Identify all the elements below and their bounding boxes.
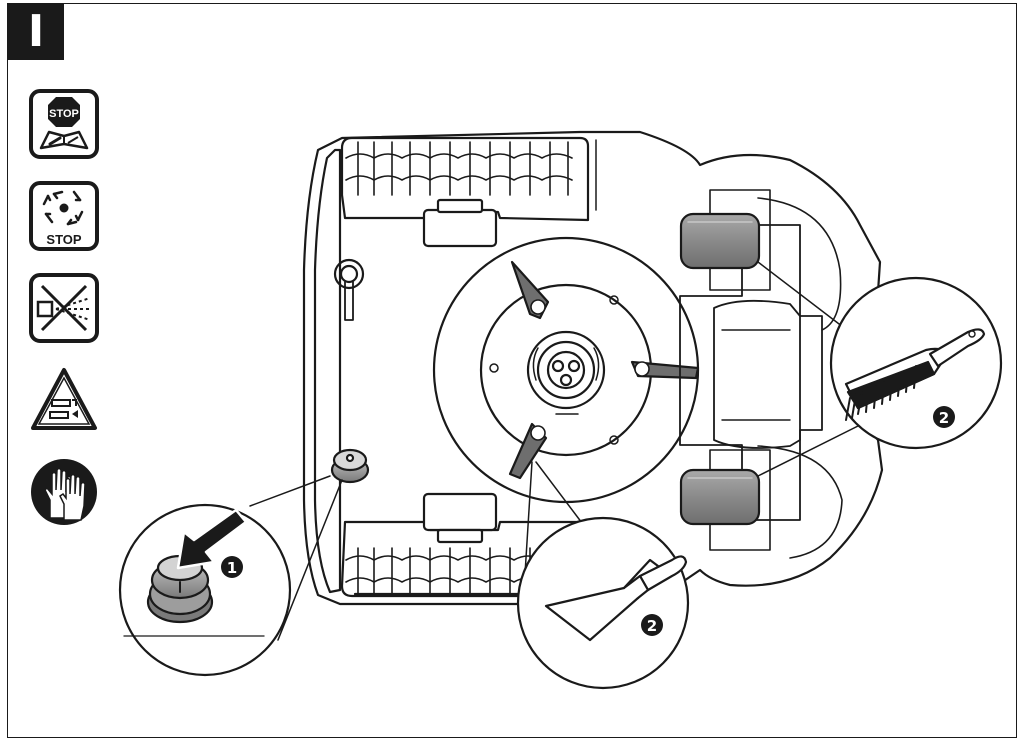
protective-gloves-icon [28, 456, 100, 528]
drive-wheel-top [340, 136, 590, 248]
callout-2-brush: 2 [933, 406, 955, 428]
front-wheel-bottom [679, 468, 761, 526]
brush-detail [757, 261, 1003, 477]
callout-2-brush-label: 2 [939, 409, 949, 427]
stop-text: STOP [49, 108, 79, 120]
stop-button-on-chassis [330, 448, 370, 484]
callout-1: 1 [221, 556, 243, 578]
stop-button-detail [118, 475, 343, 677]
stop-text: STOP [46, 232, 81, 247]
callout-2-scraper: 2 [641, 614, 663, 636]
drive-wheel-bottom [340, 492, 590, 598]
cut-hazard-warning-icon [28, 364, 100, 436]
chassis-outline [302, 130, 884, 606]
stop-read-manual-icon: STOP [28, 88, 100, 160]
page-frame [7, 3, 1017, 738]
callout-1-label: 1 [227, 559, 237, 577]
no-water-jet-icon [28, 272, 100, 344]
height-adjuster [333, 258, 365, 321]
section-tab: I [8, 4, 64, 60]
section-label: I [27, 6, 45, 57]
front-wheel-top [679, 212, 761, 270]
callout-2-scraper-label: 2 [647, 617, 657, 635]
rotating-blades-stop-icon: STOP [28, 180, 100, 252]
scraper-detail [516, 461, 690, 690]
